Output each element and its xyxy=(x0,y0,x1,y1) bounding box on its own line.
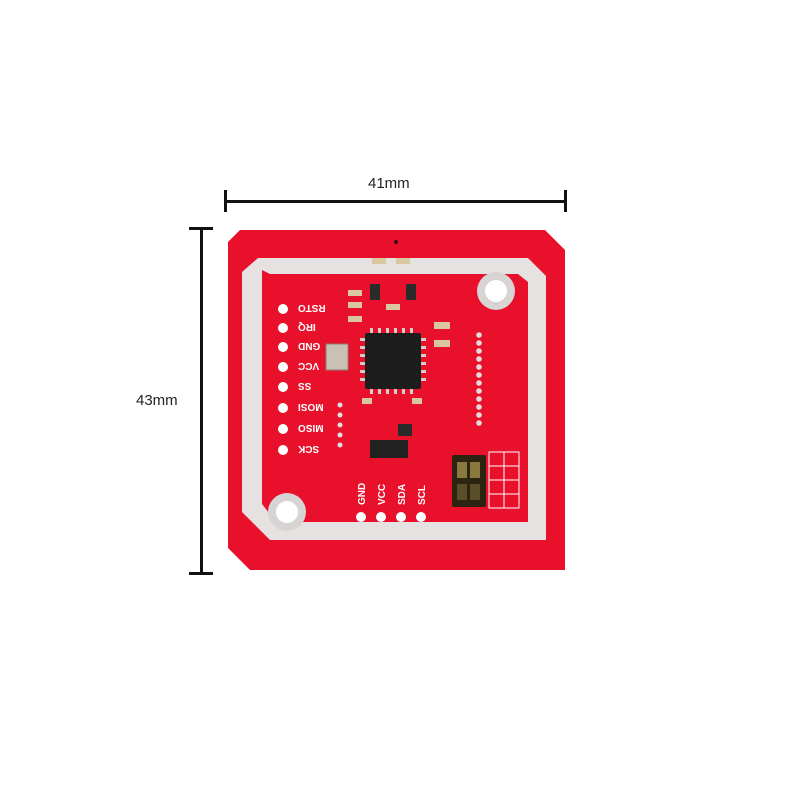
left-pin-label: MOSI xyxy=(298,401,324,412)
bottom-pin-label: GND xyxy=(357,483,368,505)
left-pin-label: IRQ xyxy=(298,321,316,332)
left-pin-pad xyxy=(278,403,288,413)
left-pin-pad xyxy=(278,304,288,314)
left-pin-pad xyxy=(278,445,288,455)
bottom-pin-pad xyxy=(376,512,386,522)
left-pin-label: SS xyxy=(298,380,312,391)
bottom-pin-label: VCC xyxy=(377,484,388,505)
width-dimension-label: 41mm xyxy=(368,175,410,192)
left-pin-label: VCC xyxy=(298,360,319,371)
spi-small-pads xyxy=(337,402,343,448)
left-header: RSTO IRQ GND VCC SS MOSI MISO SCK xyxy=(278,302,326,455)
left-pin-pad xyxy=(278,382,288,392)
left-pin-pad xyxy=(278,323,288,333)
left-pin-pad xyxy=(278,424,288,434)
left-pin-label: GND xyxy=(298,340,320,351)
crystal xyxy=(325,343,349,371)
width-dimension-line xyxy=(225,200,567,203)
width-dimension-cap-right xyxy=(564,190,567,212)
width-dimension-cap-left xyxy=(224,190,227,212)
height-dimension-cap-bottom xyxy=(189,572,213,575)
smd-components xyxy=(348,258,450,458)
left-pin-pad xyxy=(278,342,288,352)
bottom-pin-label: SCL xyxy=(417,485,428,505)
left-pin-label: SCK xyxy=(297,443,319,454)
controller-chip xyxy=(365,333,421,389)
height-dimension-label: 43mm xyxy=(136,392,178,409)
left-pin-label: RSTO xyxy=(298,302,326,313)
left-pin-pad xyxy=(278,362,288,372)
height-dimension-line xyxy=(200,228,203,574)
left-pin-label: MISO xyxy=(298,422,324,433)
right-test-pads xyxy=(476,332,482,426)
bottom-header: GND VCC SDA SCL xyxy=(356,483,428,522)
height-dimension-cap-top xyxy=(189,227,213,230)
top-via xyxy=(394,240,398,244)
bottom-pin-pad xyxy=(396,512,406,522)
bottom-pin-pad xyxy=(356,512,366,522)
bottom-pin-pad xyxy=(416,512,426,522)
bottom-pin-label: SDA xyxy=(397,484,408,505)
